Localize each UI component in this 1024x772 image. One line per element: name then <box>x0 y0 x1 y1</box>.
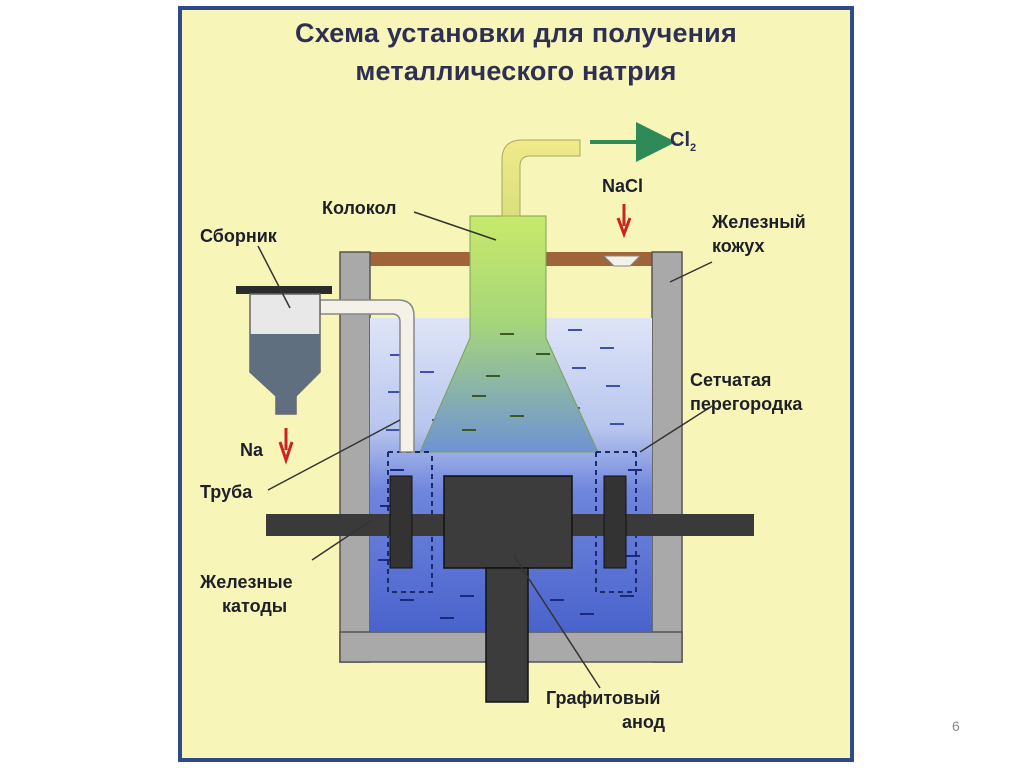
leader-lines <box>257 211 713 689</box>
label-cathodes-2: катоды <box>222 596 288 616</box>
label-casing-2: кожух <box>712 236 765 256</box>
bell-dashes <box>462 333 550 431</box>
label-tube: Труба <box>200 482 253 502</box>
label-cathodes-1: Железные <box>200 572 293 592</box>
collector <box>236 286 332 415</box>
label-sodium: Na <box>240 440 264 460</box>
title-line-2: металлического натрия <box>355 56 677 86</box>
label-mesh-2: перегородка <box>690 394 803 414</box>
cathode-left <box>389 475 413 569</box>
title-line-1: Схема установки для получения <box>295 18 737 48</box>
melt-dashes-deep <box>378 469 642 619</box>
nacl-arrow <box>616 204 632 239</box>
label-casing-1: Железный <box>712 212 806 232</box>
graphite-anode <box>443 475 573 703</box>
label-chlorine-subscript: 2 <box>690 142 697 154</box>
chlorine-outlet-pipe <box>501 139 581 217</box>
label-chlorine-main: Cl <box>670 129 690 151</box>
label-anode-2: анод <box>622 712 666 732</box>
label-bell: Колокол <box>322 198 397 218</box>
label-chlorine: Cl2 <box>670 130 696 159</box>
label-nacl: NaCl <box>602 176 644 196</box>
cathode-right <box>603 475 627 569</box>
tube <box>319 299 415 453</box>
label-collector: Сборник <box>200 226 277 246</box>
page-number: 6 <box>952 718 960 734</box>
sodium-arrow <box>278 428 294 465</box>
label-anode-1: Графитовый <box>546 688 661 708</box>
label-mesh-1: Сетчатая <box>690 370 772 390</box>
nacl-inlet <box>602 255 642 267</box>
